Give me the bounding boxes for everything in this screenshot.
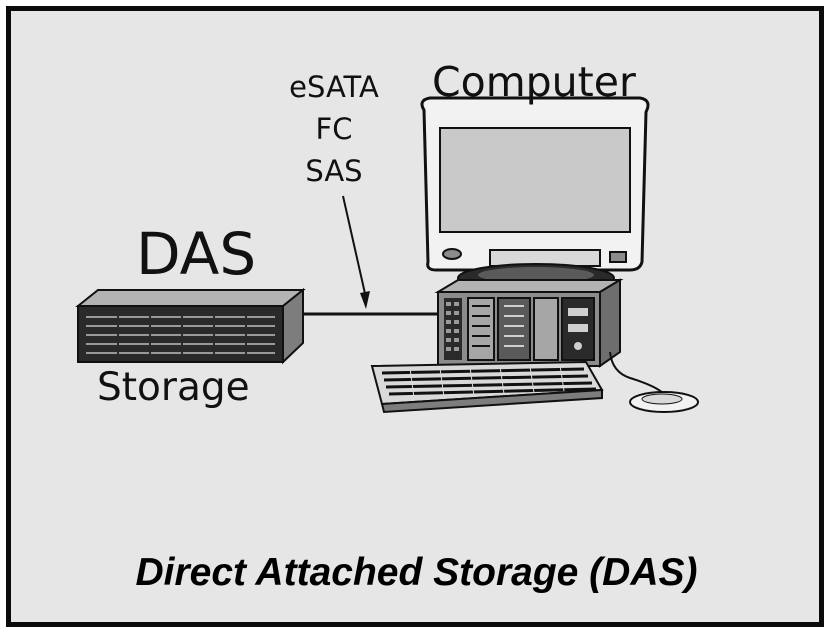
protocol-esata: eSATA (289, 70, 379, 104)
protocol-sas: SAS (305, 154, 363, 188)
diagram-caption: Direct Attached Storage (DAS) (135, 551, 698, 594)
protocol-fc: FC (315, 112, 353, 146)
keyboard-icon (370, 360, 604, 414)
computer-tower-icon (434, 278, 624, 368)
storage-enclosure-icon (75, 287, 306, 365)
protocol-list: eSATA FC SAS (278, 66, 390, 192)
monitor-icon (420, 96, 650, 293)
mouse-icon (609, 351, 699, 413)
das-label: DAS (136, 220, 257, 288)
storage-label: Storage (97, 365, 250, 410)
computer-label: Computer (432, 58, 636, 106)
protocol-arrow (342, 195, 370, 309)
